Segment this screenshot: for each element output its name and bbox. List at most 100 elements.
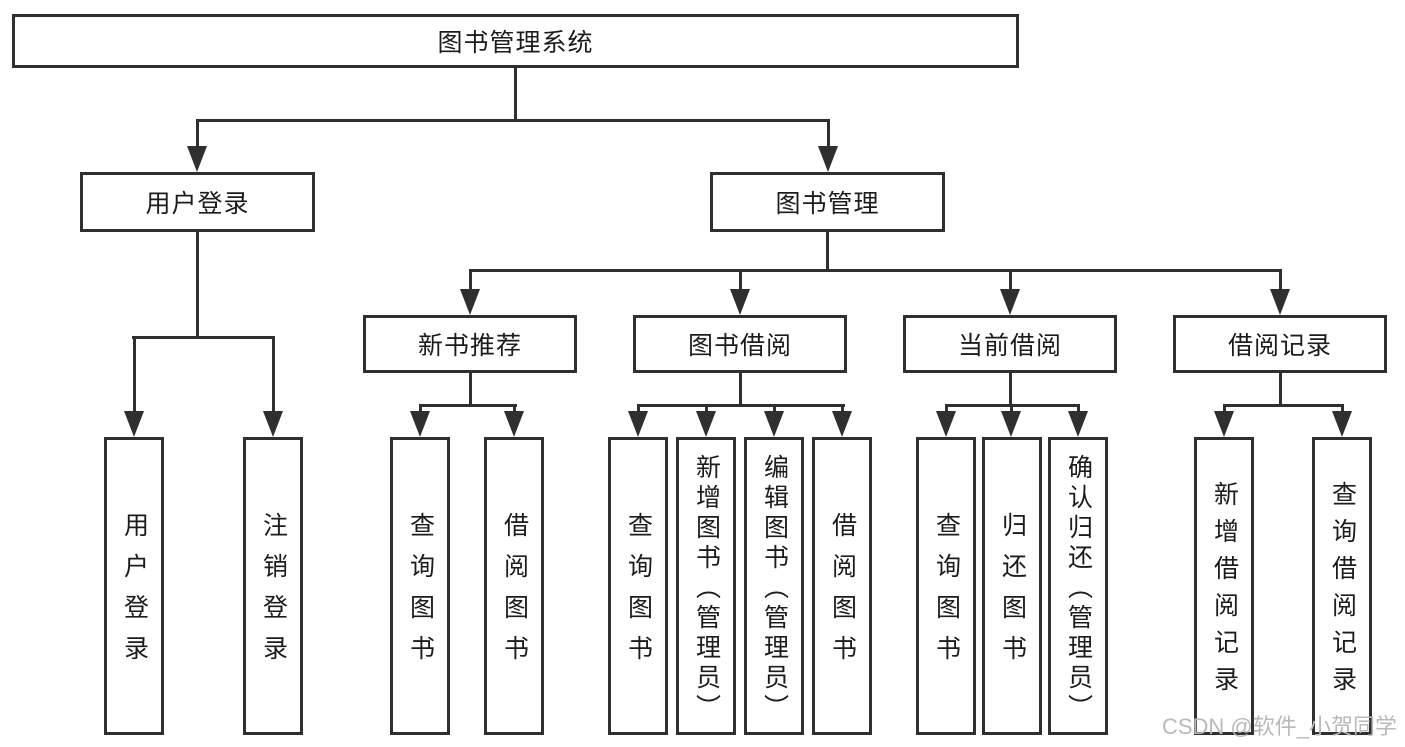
node-borrow-records-label: 借阅记录 <box>1227 332 1332 360</box>
arrow-head-icon <box>696 411 716 437</box>
leaf-borrow-books-borrow: 借阅图书 <box>812 437 872 735</box>
arrow-to-leaf-add-borrow-record <box>1214 404 1234 437</box>
arrow-head-icon <box>1332 411 1352 437</box>
leaf-query-books-current: 查询图书 <box>916 437 976 735</box>
arrow-to-leaf-return-books <box>1001 404 1021 437</box>
leaf-borrow-books-borrow-label: 借阅图书 <box>828 512 857 676</box>
arrow-to-leaf-borrow-books-recommend <box>504 404 524 437</box>
arrow-stem <box>195 119 199 146</box>
arrow-to-leaf-borrow-books-borrow <box>832 404 852 437</box>
arrow-stem <box>772 404 776 411</box>
node-borrow-records: 借阅记录 <box>1173 315 1387 373</box>
connector-root-vline <box>514 68 517 122</box>
arrow-to-leaf-query-borrow-record <box>1332 404 1352 437</box>
node-book-management: 图书管理 <box>710 172 945 232</box>
leaf-query-books-borrow-label: 查询图书 <box>624 512 653 676</box>
node-current-borrow: 当前借阅 <box>903 315 1117 373</box>
arrow-stem <box>1278 269 1282 289</box>
leaf-logout-login: 注销登录 <box>243 437 303 735</box>
arrow-stem <box>1222 404 1226 411</box>
leaf-edit-books-admin: 编辑图书（管理员） <box>744 437 804 735</box>
arrow-head-icon <box>187 146 207 172</box>
arrow-stem <box>512 404 516 411</box>
connector-records-vline <box>1279 373 1282 407</box>
arrow-to-user-login <box>187 119 207 172</box>
leaf-query-borrow-record: 查询借阅记录 <box>1312 437 1372 735</box>
arrow-to-leaf-confirm-return <box>1068 404 1088 437</box>
connector-borrow-vline <box>739 373 742 407</box>
arrow-stem <box>1076 404 1080 411</box>
arrow-head-icon <box>460 289 480 315</box>
node-new-book-recommend-label: 新书推荐 <box>417 332 522 360</box>
arrow-stem <box>704 404 708 411</box>
arrow-to-leaf-logout <box>263 336 283 437</box>
leaf-confirm-return-admin: 确认归还（管理员） <box>1048 437 1108 735</box>
arrow-head-icon <box>1001 411 1021 437</box>
leaf-user-login: 用户登录 <box>104 437 164 735</box>
csdn-watermark: CSDN @软件_小贺同学 <box>1161 714 1397 739</box>
node-root: 图书管理系统 <box>12 14 1019 68</box>
node-book-borrow: 图书借阅 <box>633 315 847 373</box>
arrow-head-icon <box>628 411 648 437</box>
arrow-head-icon <box>1068 411 1088 437</box>
connector-current-hline <box>945 404 1080 407</box>
leaf-borrow-books-recommend-label: 借阅图书 <box>500 512 529 676</box>
arrow-head-icon <box>764 411 784 437</box>
arrow-to-leaf-edit-books <box>764 404 784 437</box>
arrow-stem <box>636 404 640 411</box>
node-new-book-recommend: 新书推荐 <box>363 315 577 373</box>
node-root-label: 图书管理系统 <box>437 29 594 57</box>
arrow-stem <box>468 269 472 289</box>
arrow-head-icon <box>730 289 750 315</box>
connector-recommend-hline <box>419 404 517 407</box>
connector-mgmt-hline <box>469 269 1282 272</box>
connector-borrow-hline <box>637 404 845 407</box>
node-current-borrow-label: 当前借阅 <box>957 332 1062 360</box>
arrow-to-new-book-recommend <box>460 269 480 315</box>
leaf-add-borrow-record: 新增借阅记录 <box>1194 437 1254 735</box>
leaf-query-books-recommend-label: 查询图书 <box>406 512 435 676</box>
leaf-add-books-admin: 新增图书（管理员） <box>676 437 736 735</box>
connector-current-vline <box>1009 373 1012 407</box>
leaf-confirm-return-admin-label: 确认归还（管理员） <box>1064 453 1093 724</box>
arrow-to-leaf-query-books-current <box>936 404 956 437</box>
node-book-borrow-label: 图书借阅 <box>687 332 792 360</box>
arrow-to-leaf-query-books-borrow <box>628 404 648 437</box>
leaf-query-borrow-record-label: 查询借阅记录 <box>1328 481 1357 703</box>
arrow-stem <box>132 336 136 411</box>
leaf-edit-books-admin-label: 编辑图书（管理员） <box>760 453 789 724</box>
arrow-stem <box>1340 404 1344 411</box>
connector-mgmt-vline <box>826 232 829 272</box>
connector-user-vline <box>196 232 199 339</box>
leaf-query-books-current-label: 查询图书 <box>932 512 961 676</box>
leaf-borrow-books-recommend: 借阅图书 <box>484 437 544 735</box>
arrow-head-icon <box>1000 289 1020 315</box>
connector-user-hline <box>132 336 275 339</box>
arrow-stem <box>738 269 742 289</box>
arrow-head-icon <box>936 411 956 437</box>
connector-records-hline <box>1223 404 1344 407</box>
connector-root-hline <box>196 119 830 122</box>
arrow-to-book-borrow <box>730 269 750 315</box>
arrow-stem <box>840 404 844 411</box>
leaf-logout-login-label: 注销登录 <box>259 512 288 676</box>
arrow-head-icon <box>832 411 852 437</box>
arrow-head-icon <box>818 146 838 172</box>
arrow-head-icon <box>504 411 524 437</box>
arrow-head-icon <box>263 411 283 437</box>
arrow-head-icon <box>1270 289 1290 315</box>
node-book-management-label: 图书管理 <box>775 190 880 218</box>
arrow-head-icon <box>124 411 144 437</box>
leaf-return-books: 归还图书 <box>982 437 1042 735</box>
leaf-user-login-label: 用户登录 <box>120 512 149 676</box>
leaf-query-books-recommend: 查询图书 <box>390 437 450 735</box>
arrow-to-book-management <box>818 119 838 172</box>
node-user-login-label: 用户登录 <box>145 190 250 218</box>
arrow-to-leaf-user-login <box>124 336 144 437</box>
arrow-stem <box>944 404 948 411</box>
arrow-head-icon <box>1214 411 1234 437</box>
arrow-head-icon <box>410 411 430 437</box>
arrow-to-current-borrow <box>1000 269 1020 315</box>
arrow-stem <box>826 119 830 146</box>
arrow-stem <box>1009 404 1013 411</box>
